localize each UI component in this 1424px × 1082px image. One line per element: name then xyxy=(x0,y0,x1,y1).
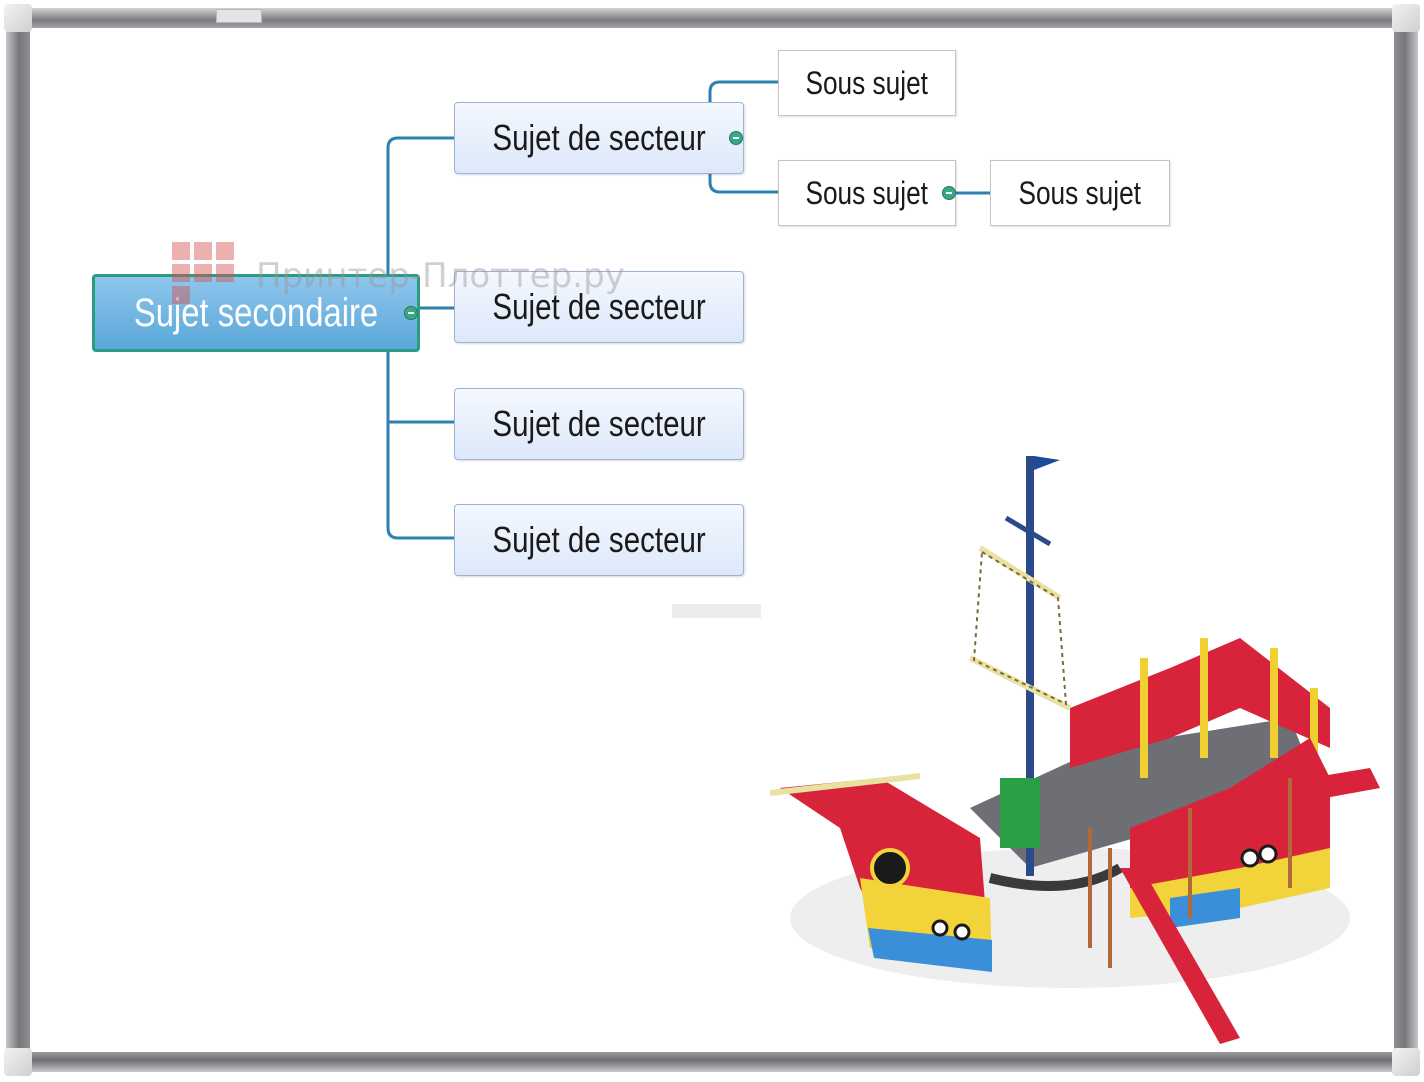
branch-topic-label: Sujet de secteur xyxy=(492,519,706,560)
board-brand-plate xyxy=(216,9,262,23)
board-frame-bottom xyxy=(24,1052,1400,1072)
branch-topic-1[interactable]: Sujet de secteur xyxy=(454,102,744,174)
subtopic-label: Sous sujet xyxy=(805,174,929,211)
subtopic-2-collapse-icon[interactable] xyxy=(942,186,956,200)
branch-topic-label: Sujet de secteur xyxy=(492,403,706,444)
subtopic-1[interactable]: Sous sujet xyxy=(778,50,956,116)
board-corner-top-left xyxy=(4,4,32,32)
watermark-logo-icon xyxy=(172,242,236,306)
board-frame-top xyxy=(24,8,1400,28)
branch-topic-3[interactable]: Sujet de secteur xyxy=(454,388,744,460)
watermark-text: Принтер-Плоттер.ру xyxy=(256,256,625,296)
board-corner-top-right xyxy=(1392,4,1420,32)
pirate-ship-playground-image xyxy=(770,456,1380,1044)
central-topic-label: Sujet secondaire xyxy=(133,290,379,335)
branch-topic-2[interactable]: Sujet de secteur xyxy=(454,271,744,343)
board-frame-left xyxy=(6,24,30,1058)
board-corner-bottom-left xyxy=(4,1048,32,1076)
board-corner-bottom-right xyxy=(1392,1048,1420,1076)
scroll-handle xyxy=(672,604,761,618)
central-collapse-icon[interactable] xyxy=(404,306,418,320)
branch-topic-label: Sujet de secteur xyxy=(492,286,706,327)
branch-topic-4[interactable]: Sujet de secteur xyxy=(454,504,744,576)
branch-topic-label: Sujet de secteur xyxy=(492,117,706,158)
central-topic[interactable]: Sujet secondaire xyxy=(92,274,420,352)
branch-1-collapse-icon[interactable] xyxy=(729,131,743,145)
subtopic-label: Sous sujet xyxy=(1018,174,1142,211)
subtopic-2[interactable]: Sous sujet xyxy=(778,160,956,226)
subtopic-label: Sous sujet xyxy=(805,64,929,101)
subtopic-3[interactable]: Sous sujet xyxy=(990,160,1170,226)
board-frame-right xyxy=(1394,24,1418,1058)
